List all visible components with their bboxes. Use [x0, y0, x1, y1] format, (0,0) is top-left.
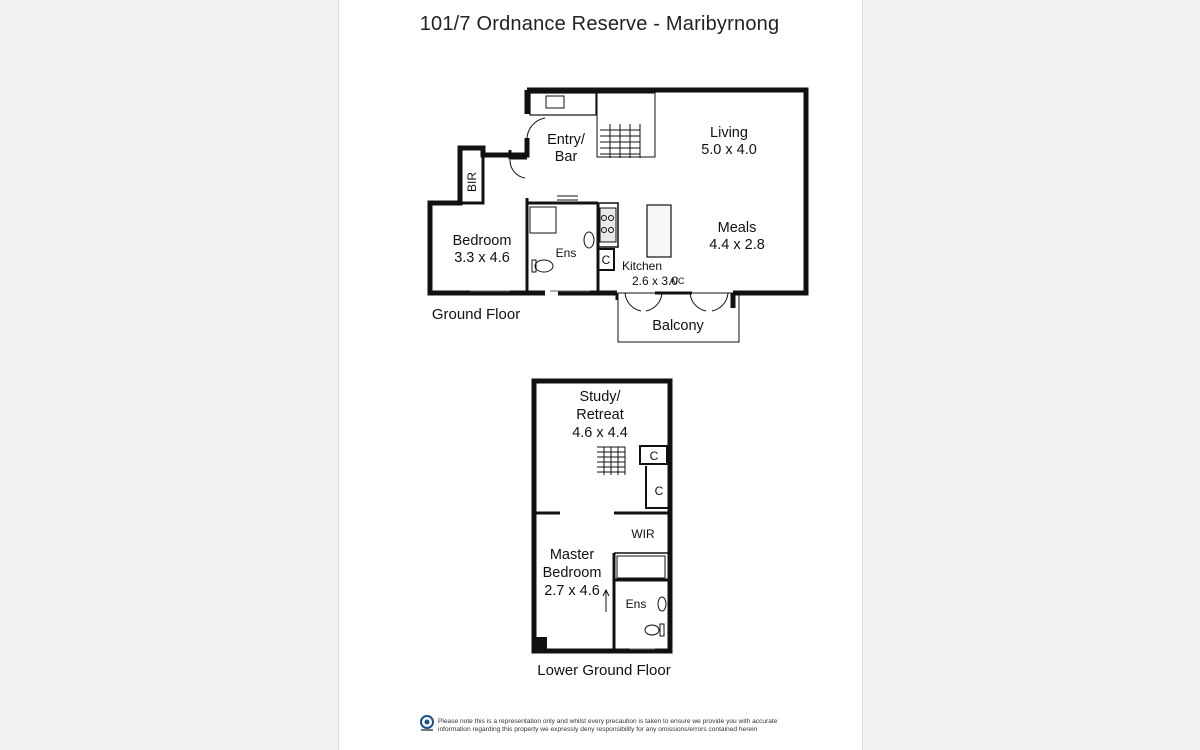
kitchen-label: Kitchen: [622, 259, 662, 273]
shower: [529, 206, 557, 234]
lower-cupboard-label-1: C: [650, 449, 659, 463]
living-label: Living: [710, 125, 748, 141]
ground-floor-label: Ground Floor: [432, 306, 520, 323]
study-dimensions: 4.6 x 4.4: [572, 425, 628, 441]
balcony-door-1: [624, 292, 642, 312]
study-label: Study/: [579, 389, 621, 405]
master-dimensions: 2.7 x 4.6: [544, 583, 600, 599]
bedroom-label: Bedroom: [453, 233, 512, 249]
ground-cupboard-label: C: [602, 253, 611, 267]
wir-label: WIR: [631, 527, 655, 541]
toilet: [534, 259, 554, 273]
ground-outer-wall: [527, 87, 809, 296]
lower-cupboard-1: [639, 445, 668, 465]
bar-counter: [529, 92, 597, 116]
lower-cupboard-2-wall: [645, 466, 668, 509]
balcony-outline: [617, 292, 740, 343]
cupboard-box: [598, 248, 615, 271]
disclaimer: Please note this is a representation onl…: [438, 718, 798, 734]
lower-basin: [657, 596, 667, 612]
cooktop: [599, 207, 617, 243]
ac-label: A/C: [669, 276, 685, 286]
lower-cupboard-label-2: C: [655, 484, 664, 498]
ground-floor-plan: [427, 87, 809, 343]
page-title: 101/7 Ordnance Reserve - Maribyrnong: [419, 13, 780, 35]
balcony-door-3: [689, 292, 707, 312]
corner-column: [535, 637, 547, 650]
bir-label: BIR: [465, 172, 479, 192]
stairs-lower: [597, 446, 626, 475]
toilet-cistern: [531, 259, 537, 273]
entry-label-2: Bar: [555, 149, 578, 165]
lower-toilet-cistern: [659, 623, 665, 637]
bar-sink: [545, 95, 565, 109]
stairs-ground: [596, 92, 656, 158]
disclaimer-line-2: information regarding this property we e…: [438, 726, 758, 733]
basin: [583, 231, 595, 249]
meals-label: Meals: [718, 220, 757, 236]
lower-floor-label: Lower Ground Floor: [537, 662, 670, 679]
bedroom-dimensions: 3.3 x 4.6: [454, 250, 510, 266]
lower-ens-label: Ens: [626, 597, 647, 611]
entry-label: Entry/: [547, 132, 586, 148]
lower-outer-wall: [531, 378, 673, 654]
entry-wall-2: [508, 150, 527, 160]
kitchen-dimensions: 2.6 x 3.0: [632, 274, 678, 288]
sliding-door-indicator: [557, 195, 578, 201]
ens-door-indicator: [602, 588, 610, 612]
entry-door: [526, 117, 546, 139]
lower-floor-plan: [531, 378, 673, 654]
master-label: Master: [550, 547, 594, 563]
floorplan-sheet: [338, 0, 863, 750]
kitchen-bench: [598, 202, 619, 248]
kitchen-island: [646, 204, 672, 258]
master-label-2: Bedroom: [543, 565, 602, 581]
disclaimer-line-1: Please note this is a representation onl…: [438, 718, 778, 725]
ground-ens-label: Ens: [556, 246, 577, 260]
bir-wall: [460, 155, 485, 205]
meals-dimensions: 4.4 x 2.8: [709, 237, 765, 253]
balcony-door-2: [645, 292, 663, 312]
living-dimensions: 5.0 x 4.0: [701, 142, 757, 158]
balcony-label: Balcony: [652, 318, 704, 334]
study-label-2: Retreat: [576, 407, 624, 423]
company-logo: [420, 715, 434, 731]
balcony-door-4: [711, 292, 729, 312]
bedroom-door: [509, 159, 526, 179]
ground-outer-wall-entry: [427, 138, 545, 296]
lower-shower: [616, 555, 666, 579]
lower-toilet: [644, 624, 660, 636]
